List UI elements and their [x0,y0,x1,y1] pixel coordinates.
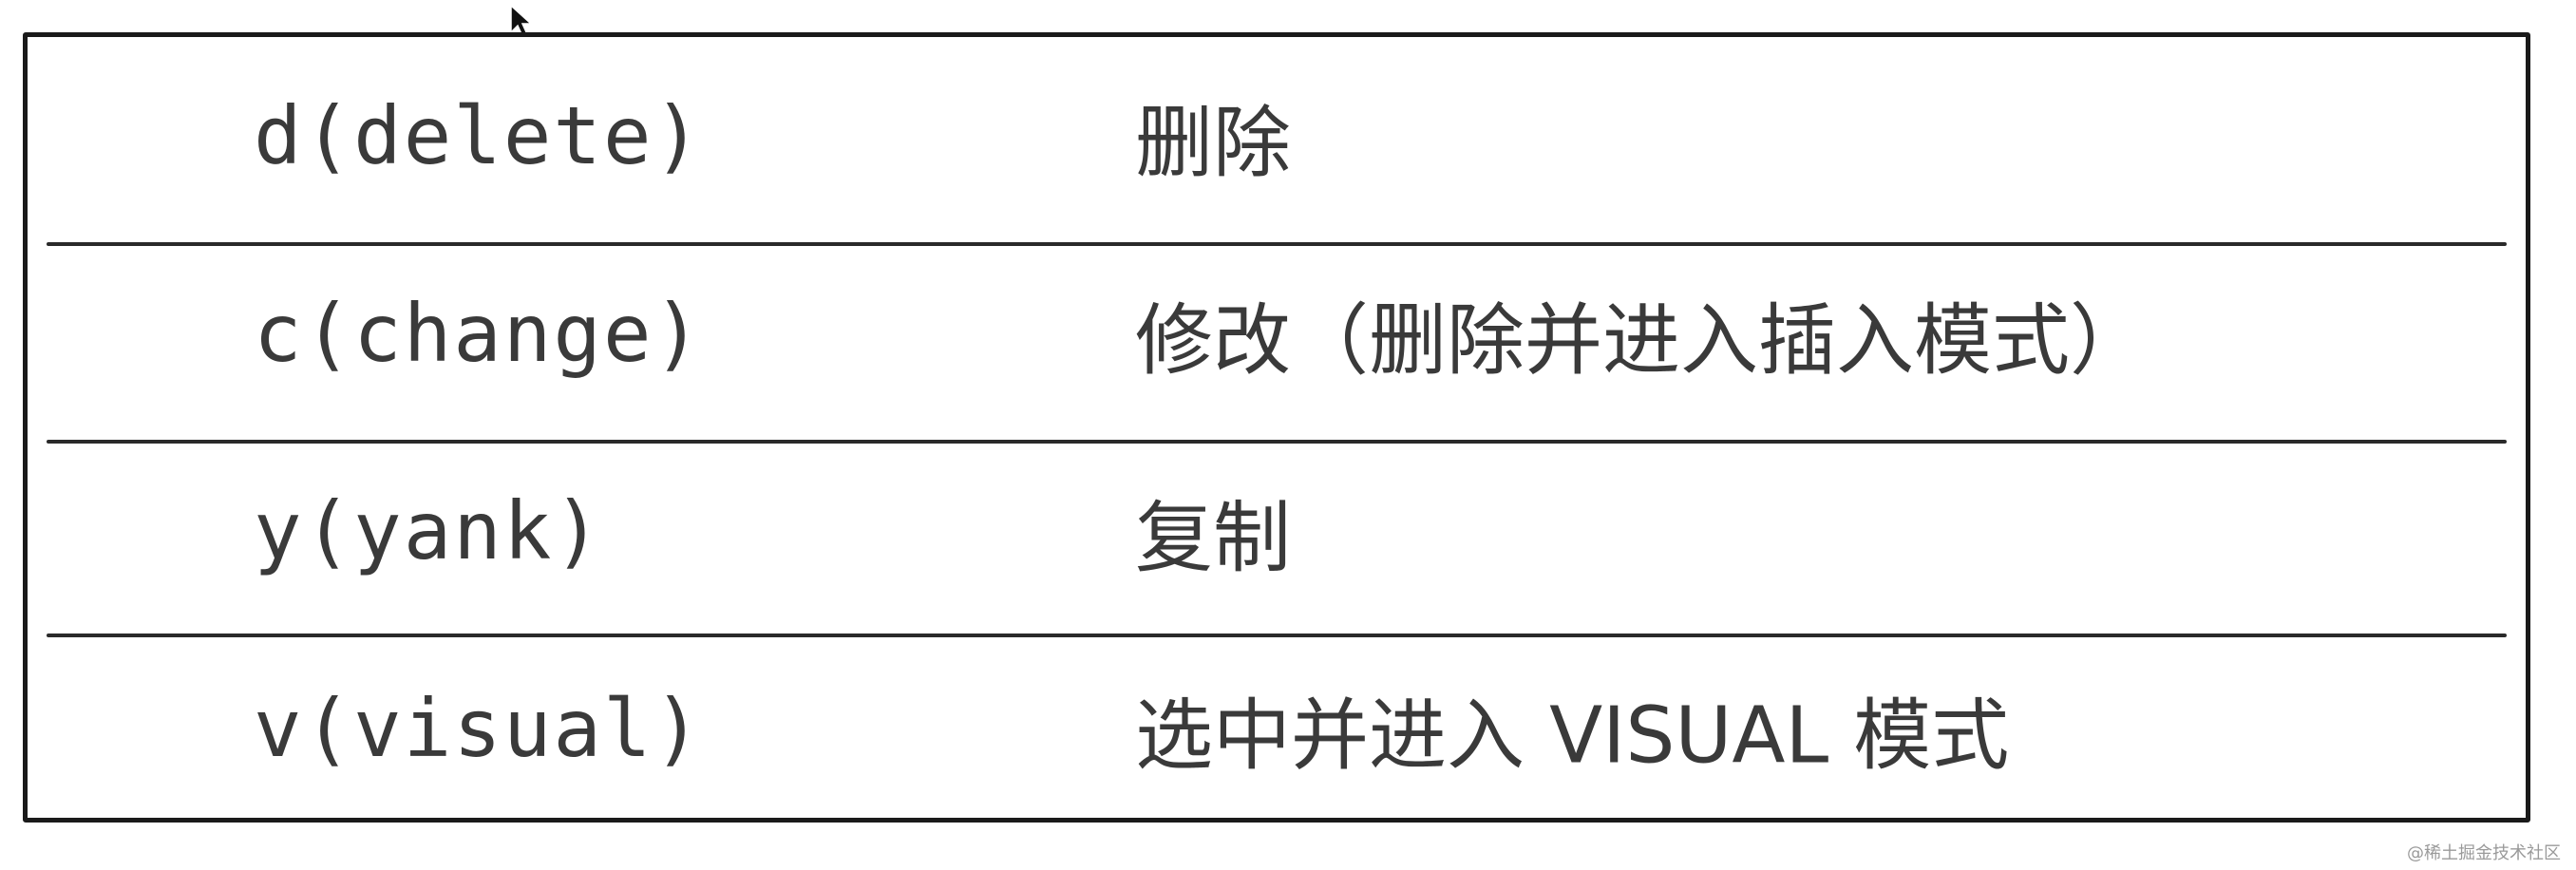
command-cell: d(delete) [254,89,704,182]
row-divider [47,440,2507,444]
description-cell: 复制 [1135,493,1292,584]
command-table: d(delete) 删除 c(change) 修改（删除并进入插入模式） y(y… [23,32,2530,823]
row-divider [47,634,2507,637]
row-divider [47,242,2507,246]
description-cell: 修改（删除并进入插入模式） [1135,295,2149,387]
table-row: d(delete) 删除 [28,37,2526,235]
command-cell: v(visual) [254,682,704,775]
watermark: @稀土掘金技术社区 [2407,843,2561,863]
table-row: v(visual) 选中并进入 VISUAL 模式 [28,630,2526,827]
description-cell: 删除 [1135,98,1292,189]
table-row: c(change) 修改（删除并进入插入模式） [28,235,2526,432]
description-cell: 选中并进入 VISUAL 模式 [1135,690,2010,782]
command-cell: c(change) [254,287,704,380]
command-cell: y(yank) [254,484,604,577]
table-row: y(yank) 复制 [28,432,2526,630]
